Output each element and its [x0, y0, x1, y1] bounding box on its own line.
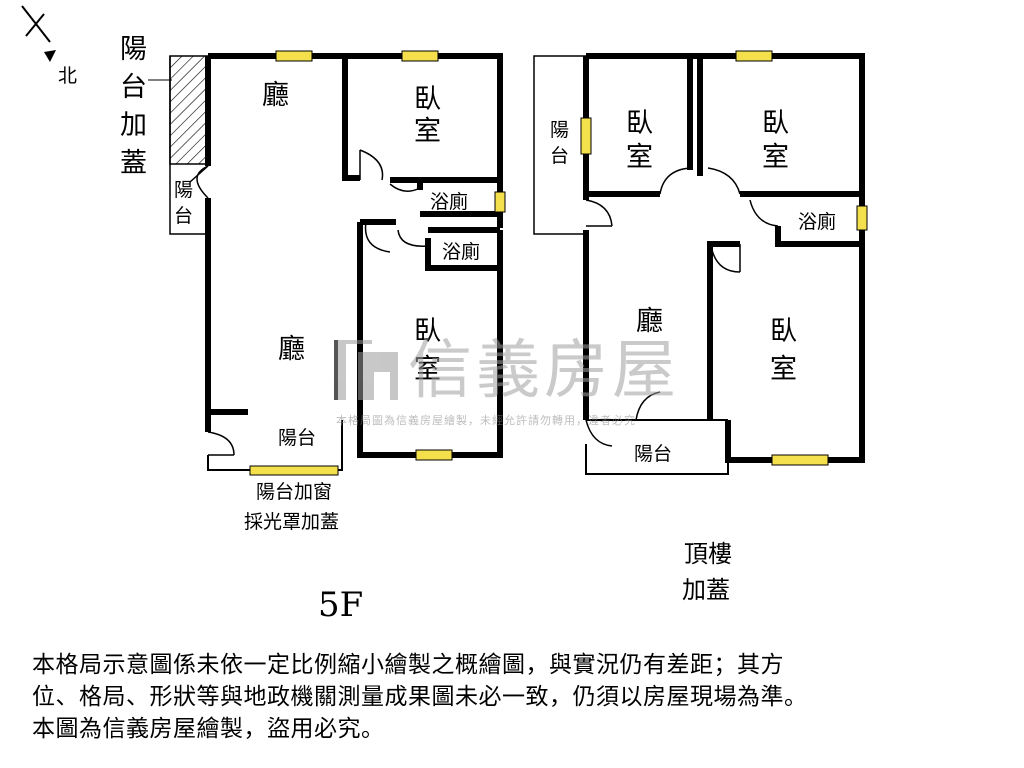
- watermark-subtext: 本格局圖為信義房屋繪製，未經允許請勿轉用，違者必究: [336, 413, 636, 427]
- compass-line: [25, 13, 45, 37]
- floor-label-rooftop-1: 頂樓: [684, 540, 732, 568]
- label-bedroom-right-2: 室: [414, 354, 441, 385]
- door-swing: [585, 419, 613, 447]
- label-bedroom1-1: 臥: [626, 108, 653, 139]
- compass-arrow-icon: [44, 50, 56, 62]
- label-bedroom2-2: 室: [762, 142, 789, 173]
- window: [494, 191, 506, 213]
- label-balcony-nw-2: 台: [174, 205, 193, 227]
- label-bedroom-right-1: 臥: [414, 316, 441, 347]
- watermark-logo-icon: [334, 340, 398, 400]
- balcony-outline: [533, 55, 586, 235]
- window: [249, 465, 339, 476]
- plan-5f: [169, 53, 503, 471]
- label-bedroom3-1: 臥: [770, 316, 797, 347]
- balcony-outline: [169, 56, 208, 235]
- disclaimer-line: 本格局示意圖係未依一定比例縮小繪製之概繪圖，與實況仍有差距；其方: [32, 652, 784, 678]
- label-balcony-left-1: 陽: [550, 119, 569, 141]
- door-swing: [207, 431, 235, 456]
- label-bedroom3-2: 室: [770, 354, 797, 385]
- labels-rooftop: 陽 台 臥 室 臥 室 浴廁 廳 臥 室 陽台 頂樓 加蓋: [550, 108, 836, 604]
- label-balcony-bottom-rooftop: 陽台: [634, 443, 672, 465]
- wall: [342, 56, 360, 181]
- window: [401, 50, 439, 62]
- label-living-top: 廳: [262, 80, 289, 111]
- label-bathroom-1: 浴廁: [430, 190, 468, 213]
- label-balcony-left-2: 台: [550, 145, 569, 167]
- label-balcony-nw-1: 陽: [174, 179, 193, 201]
- label-window-note-1: 陽台加窗: [256, 481, 332, 503]
- door-swing: [711, 249, 741, 273]
- wall: [725, 234, 865, 463]
- door-swing: [749, 199, 779, 227]
- label-balcony-extension-1: 陽: [120, 34, 147, 65]
- wall: [586, 53, 865, 244]
- label-bedroom2-1: 臥: [762, 108, 789, 139]
- windows-5f: [249, 50, 506, 476]
- floor-label-5f: 5F: [318, 585, 363, 625]
- label-bedroom-top-1: 臥: [414, 84, 441, 115]
- wall: [775, 226, 862, 247]
- door-leaf: [189, 165, 209, 183]
- door-swing: [707, 167, 741, 195]
- door-swing: [635, 391, 661, 421]
- label-balcony-extension-3: 加: [120, 110, 147, 141]
- windows-rooftop: [580, 50, 868, 466]
- wall: [585, 444, 729, 475]
- window: [275, 50, 313, 62]
- label-bathroom-rooftop: 浴廁: [798, 210, 836, 233]
- balcony-extension-hatch: [169, 55, 209, 165]
- door-swing: [364, 221, 391, 253]
- compass-north-label: 北: [58, 65, 77, 87]
- floor-plan-drawing: 北: [21, 5, 868, 625]
- watermark: 信義房屋 本格局圖為信義房屋繪製，未經允許請勿轉用，違者必究: [334, 334, 680, 427]
- door-swing: [397, 229, 429, 247]
- window: [856, 205, 868, 231]
- watermark-brand: 信義房屋: [408, 334, 680, 408]
- wall: [205, 198, 248, 415]
- label-bedroom-top-2: 室: [414, 116, 441, 147]
- label-window-note-2: 採光罩加蓋: [244, 511, 339, 533]
- label-bedroom1-2: 室: [626, 142, 653, 173]
- window: [415, 449, 453, 461]
- door-swing: [359, 149, 384, 181]
- door-swing: [389, 183, 421, 192]
- window: [580, 117, 592, 155]
- label-balcony-bottom: 陽台: [278, 427, 316, 449]
- floor-label-rooftop-2: 加蓋: [682, 576, 730, 604]
- label-balcony-extension-4: 蓋: [120, 148, 147, 179]
- label-bathroom-2: 浴廁: [442, 240, 480, 263]
- label-living-main: 廳: [278, 334, 305, 365]
- window: [771, 454, 829, 466]
- disclaimer-line: 位、格局、形狀等與地政機關測量成果圖未必一致，仍須以房屋現場為準。: [32, 684, 808, 710]
- compass: 北: [21, 5, 77, 87]
- door-swing: [196, 165, 209, 199]
- labels-5f: 陽 台 加 蓋 陽 台 廳 臥 室 浴廁 浴廁 廳 臥 室 陽台 陽台加窗 採光…: [120, 34, 480, 625]
- wall: [707, 241, 740, 420]
- label-living-rooftop: 廳: [636, 306, 663, 337]
- window: [735, 50, 773, 62]
- label-balcony-extension-2: 台: [120, 72, 147, 103]
- wall: [425, 238, 500, 271]
- door-swing: [585, 199, 613, 227]
- plan-rooftop: [533, 53, 865, 475]
- disclaimer: 本格局示意圖係未依一定比例縮小繪製之概繪圖，與實況仍有差距；其方 位、格局、形狀…: [32, 649, 1002, 745]
- disclaimer-line: 本圖為信義房屋繪製，盜用必究。: [32, 716, 385, 742]
- door-swing: [659, 167, 691, 195]
